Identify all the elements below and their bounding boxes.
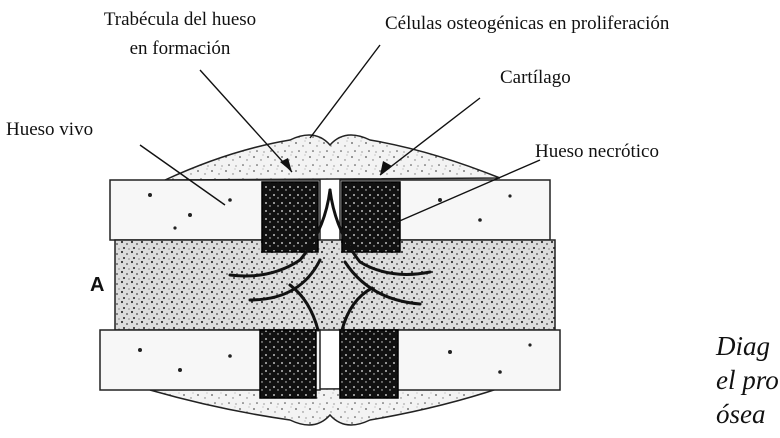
- label-trabecula-line2: en formación: [60, 37, 300, 61]
- necrotic-block-lower-right: [340, 330, 398, 398]
- label-celulas: Células osteogénicas en proliferación: [385, 12, 669, 36]
- caption-line2: el pro: [716, 364, 779, 396]
- label-trabecula-line1: Trabécula del hueso: [60, 8, 300, 32]
- upper-callus: [165, 135, 500, 180]
- caption-line3: ósea: [716, 398, 766, 430]
- label-hueso-necrotico: Hueso necrótico: [535, 140, 659, 164]
- label-cartilago: Cartílago: [500, 66, 571, 90]
- necrotic-block-upper-left: [262, 182, 318, 252]
- marrow-band: [115, 240, 555, 330]
- label-hueso-vivo: Hueso vivo: [6, 118, 93, 142]
- panel-letter: A: [90, 274, 104, 297]
- necrotic-block-lower-left: [260, 330, 316, 398]
- necrotic-block-upper-right: [342, 182, 400, 252]
- caption-line1: Diag: [716, 330, 770, 362]
- lower-callus: [150, 388, 500, 425]
